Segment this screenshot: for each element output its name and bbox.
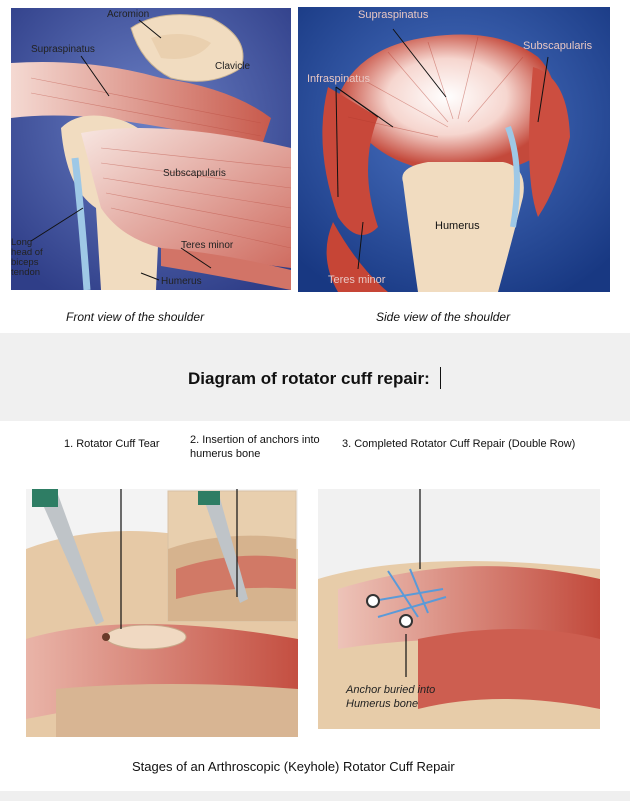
stage-1-2-illustration (26, 489, 298, 737)
stage-3-svg (318, 489, 600, 729)
right-pointer-lines (405, 489, 421, 677)
label-supraspinatus-front: Supraspinatus (31, 44, 95, 55)
anchor-note: Anchor buried into Humerus bone (346, 684, 436, 710)
cartilage-side (505, 125, 520, 228)
label-humerus-side: Humerus (435, 220, 480, 232)
repair-stages-card: 1. Rotator Cuff Tear 2. Insertion of anc… (0, 421, 630, 791)
stage-3-label: 3. Completed Rotator Cuff Repair (Double… (342, 438, 576, 450)
tear-site (105, 624, 187, 650)
label-subscapularis-front: Subscapularis (163, 168, 226, 179)
anchor-1 (366, 594, 380, 608)
supraspinatus-muscle-side (338, 34, 556, 173)
humerus-bone-side (402, 162, 524, 292)
stage-2-label: 2. Insertion of anchors into humerus bon… (190, 434, 320, 460)
text-cursor (440, 367, 441, 389)
label-teres-minor-front: Teres minor (181, 240, 234, 251)
caption-front-view: Front view of the shoulder (66, 310, 205, 324)
suture-pattern (372, 568, 447, 618)
anatomy-card: Acromion Supraspinatus Clavicle Subscapu… (0, 0, 630, 333)
label-humerus-front: Humerus (161, 276, 202, 287)
side-pointer-lines (335, 28, 549, 270)
front-view-illustration: Acromion Supraspinatus Clavicle Subscapu… (11, 8, 291, 290)
label-clavicle: Clavicle (215, 61, 251, 72)
label-teres-minor-side: Teres minor (328, 274, 386, 286)
left-pointer-lines (120, 489, 238, 629)
label-acromion: Acromion (107, 9, 150, 20)
label-long-head: Long head of biceps tendon (11, 237, 43, 278)
lower-muscle (418, 629, 600, 709)
muscle-fibers (30, 77, 291, 249)
heading-band: Diagram of rotator cuff repair: (0, 333, 630, 421)
stage-1-label: 1. Rotator Cuff Tear (64, 438, 160, 450)
teres-minor-muscle-side (326, 222, 388, 292)
supraspinatus-muscle (11, 62, 271, 148)
caption-side-view: Side view of the shoulder (376, 310, 511, 324)
label-infraspinatus-side: Infraspinatus (307, 73, 370, 85)
drill-hole (102, 633, 110, 641)
side-view-svg (298, 7, 610, 292)
acromion-bone (151, 34, 211, 59)
anchor-2 (399, 614, 413, 628)
front-view-svg (11, 8, 291, 290)
subscapularis-muscle-side (529, 67, 570, 217)
biceps-tendon (71, 157, 91, 290)
front-pointer-lines (30, 19, 212, 281)
stage-1-2-svg (26, 489, 298, 737)
label-supraspinatus-side: Supraspinatus (358, 9, 429, 21)
lower-bone (56, 684, 298, 737)
side-muscle-fibers (347, 36, 524, 138)
repaired-cuff (338, 566, 600, 649)
page-title: Diagram of rotator cuff repair: (188, 369, 430, 388)
instrument-left (32, 489, 104, 625)
label-subscapularis-side: Subscapularis (523, 40, 593, 52)
stage-3-illustration: Anchor buried into Humerus bone (318, 489, 600, 729)
subscapularis-muscle (81, 128, 291, 268)
bottom-caption: Stages of an Arthroscopic (Keyhole) Rota… (132, 759, 455, 774)
side-view-illustration: Supraspinatus Subscapularis Infraspinatu… (298, 7, 610, 292)
teres-minor-muscle (161, 248, 291, 290)
instrument-inset (198, 491, 248, 603)
